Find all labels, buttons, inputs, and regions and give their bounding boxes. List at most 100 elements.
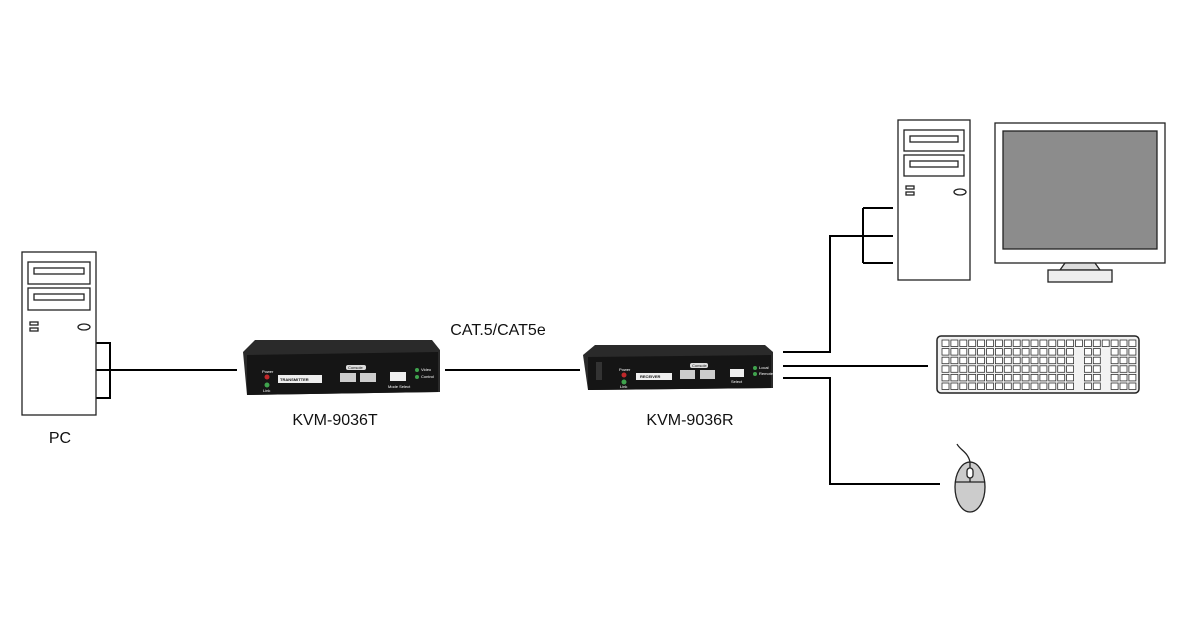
rx-local-label: Local — [759, 365, 769, 370]
keyboard-key — [1003, 365, 1012, 373]
tx-power-label: Power — [262, 369, 274, 374]
keyboard-key — [1048, 373, 1057, 382]
keyboard-key — [1057, 339, 1066, 347]
keyboard-key — [959, 356, 968, 365]
keyboard-key — [977, 339, 985, 347]
keyboard-key — [1039, 339, 1048, 347]
keyboard-key — [1084, 348, 1092, 356]
keyboard-icon — [936, 335, 1140, 394]
keyboard-key — [1003, 382, 1012, 390]
keyboard-key — [1092, 365, 1101, 373]
keyboard-key — [1110, 356, 1119, 365]
pc-cable — [96, 342, 237, 399]
computer-tower-icon — [897, 119, 971, 281]
keyboard-key — [1030, 373, 1039, 382]
keyboard-key — [1110, 348, 1119, 356]
keyboard-key — [1084, 356, 1092, 365]
keyboard-key — [1012, 356, 1021, 365]
keyboard-key — [977, 373, 985, 382]
keyboard-key — [950, 373, 959, 382]
keyboard-key — [941, 356, 950, 365]
keyboard-key — [1021, 339, 1030, 347]
keyboard-key — [968, 365, 977, 373]
keyboard-key — [995, 348, 1003, 356]
keyboard-key — [968, 356, 977, 365]
keyboard-key — [1021, 365, 1030, 373]
keyboard-key — [941, 373, 950, 382]
keyboard-key — [968, 373, 977, 382]
tx-video-label: Video — [421, 367, 432, 372]
keyboard-key — [959, 382, 968, 390]
keyboard-key — [1110, 373, 1119, 382]
keyboard-key — [1021, 382, 1030, 390]
keyboard-key — [977, 348, 985, 356]
keyboard-key — [1092, 339, 1101, 347]
keyboard-key — [1048, 356, 1057, 365]
keyboard-key — [1119, 365, 1128, 373]
keyboard-key — [1030, 365, 1039, 373]
keyboard-key — [1119, 356, 1128, 365]
keyboard-key — [1128, 339, 1137, 347]
keyboard-key — [1110, 382, 1119, 390]
keyboard-key — [941, 365, 950, 373]
keyboard-key — [986, 382, 994, 390]
keyboard-key — [959, 348, 968, 356]
keyboard-key — [1012, 365, 1021, 373]
transmitter-model-label: KVM-9036T — [292, 412, 378, 429]
keyboard-key — [1119, 382, 1128, 390]
keyboard-key — [1119, 339, 1128, 347]
keyboard-key — [1057, 356, 1066, 365]
tx-console-label: Console — [348, 365, 363, 370]
keyboard-key — [950, 382, 959, 390]
keyboard-key — [1092, 356, 1101, 365]
keyboard-key — [1101, 339, 1110, 347]
keyboard-key — [1057, 382, 1066, 390]
keyboard-key — [1048, 348, 1057, 356]
keyboard-key — [977, 382, 985, 390]
keyboard-key — [959, 365, 968, 373]
keyboard-key — [1030, 382, 1039, 390]
keyboard-key — [986, 365, 994, 373]
transmitter-device-icon — [243, 340, 440, 395]
keyboard-key — [1039, 382, 1048, 390]
keyboard-key — [1048, 382, 1057, 390]
keyboard-key — [1057, 373, 1066, 382]
keyboard-key — [941, 382, 950, 390]
keyboard-key — [1012, 382, 1021, 390]
keyboard-key — [1128, 382, 1137, 390]
keyboard-key — [1066, 373, 1074, 382]
keyboard-key — [995, 382, 1003, 390]
keyboard-key — [1003, 373, 1012, 382]
keyboard-key — [1066, 356, 1074, 365]
keyboard-key — [950, 348, 959, 356]
pc-label: PC — [48, 430, 72, 447]
keyboard-key — [1048, 339, 1057, 347]
keyboard-key — [1110, 365, 1119, 373]
keyboard-key — [1128, 373, 1137, 382]
keyboard-key — [1003, 356, 1012, 365]
keyboard-key — [986, 348, 994, 356]
keyboard-key — [968, 339, 977, 347]
keyboard-key — [1039, 356, 1048, 365]
keyboard-key — [950, 339, 959, 347]
keyboard-key — [995, 365, 1003, 373]
keyboard-key — [1119, 348, 1128, 356]
keyboard-key — [1066, 365, 1074, 373]
keyboard-key — [959, 373, 968, 382]
keyboard-key — [941, 348, 950, 356]
keyboard-key — [1012, 373, 1021, 382]
keyboard-key — [968, 348, 977, 356]
keyboard-key — [995, 373, 1003, 382]
keyboard-key — [1092, 348, 1101, 356]
keyboard-key — [1012, 348, 1021, 356]
keyboard-key — [986, 356, 994, 365]
computer-cable — [783, 207, 893, 353]
rx-link-label: Link — [620, 384, 627, 389]
keyboard-key — [1110, 339, 1119, 347]
keyboard-key — [986, 339, 994, 347]
keyboard-key — [995, 339, 1003, 347]
keyboard-key — [1057, 365, 1066, 373]
rx-console-label: Console — [692, 363, 707, 368]
keyboard-key — [1021, 373, 1030, 382]
